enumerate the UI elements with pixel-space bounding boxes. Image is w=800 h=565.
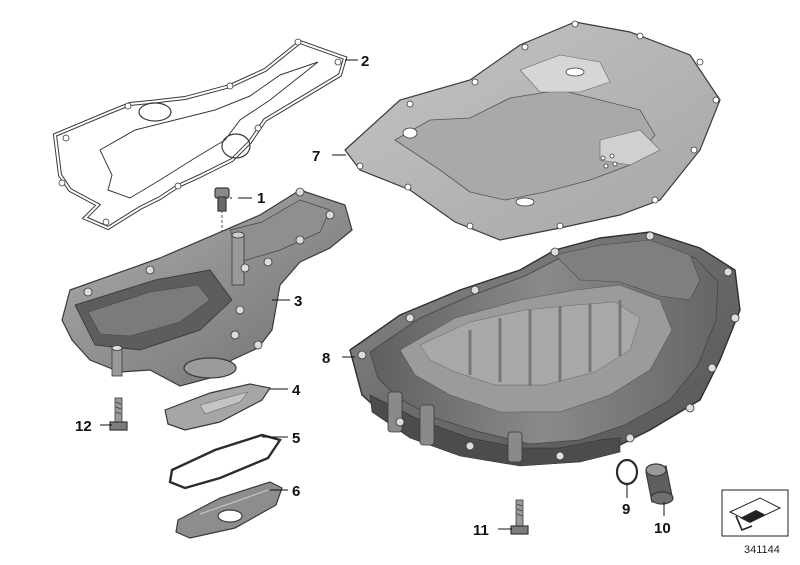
callout-2: 2: [361, 53, 369, 70]
callout-3: 3: [294, 293, 302, 310]
callout-11: 11: [473, 522, 489, 539]
part-11-bolt: [510, 499, 529, 535]
callout-8: 8: [322, 350, 330, 367]
part-9-sealing-ring: [615, 458, 639, 486]
callout-10: 10: [654, 520, 671, 537]
part-5-seal-ring: [168, 433, 282, 490]
callout-9: 9: [622, 501, 630, 518]
part-3-housing: [61, 187, 353, 387]
callout-labels: 1 2 3 4 5 6 7 8 9 10 11 12: [75, 53, 671, 539]
orientation-arrow-box: [721, 489, 789, 537]
callout-6: 6: [292, 483, 300, 500]
callout-1: 1: [257, 190, 265, 207]
part-6-pickup: [175, 481, 283, 539]
arrow-icon: [740, 510, 766, 523]
callout-7: 7: [312, 148, 320, 165]
part-12-bolt: [109, 397, 128, 431]
document-number: 341144: [744, 544, 780, 556]
part-8-oil-pan: [349, 231, 741, 467]
part-2-oil-cooler-gasket: [52, 38, 348, 231]
part-4-screen: [164, 383, 271, 431]
part-10-drain-plug: [645, 463, 674, 505]
callout-12: 12: [75, 418, 92, 435]
callout-5: 5: [292, 430, 300, 447]
leader-lines: [100, 59, 665, 530]
callout-4: 4: [292, 382, 301, 399]
part-7-oil-pan-gasket: [344, 20, 721, 241]
